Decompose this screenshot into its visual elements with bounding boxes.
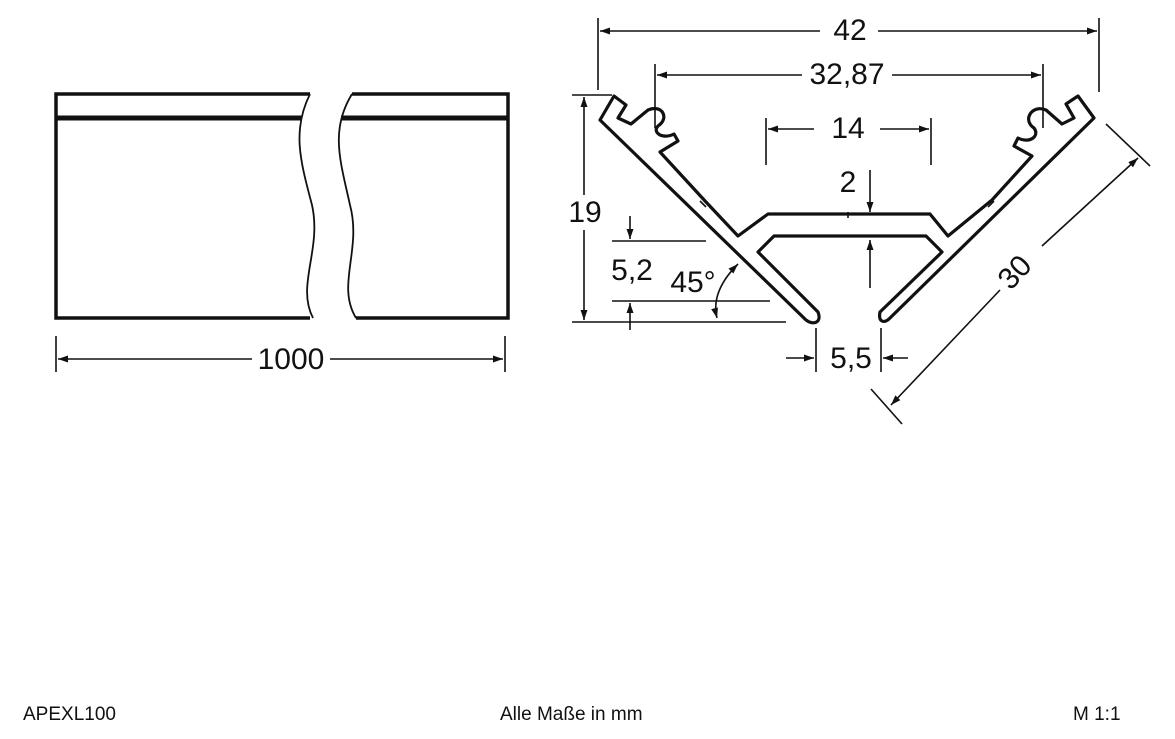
angle-arc bbox=[711, 263, 739, 319]
dimension-width-inner-label: 32,87 bbox=[809, 58, 884, 91]
article-number: APEXL100 bbox=[23, 704, 116, 725]
dimension-diagonal-label: 30 bbox=[992, 249, 1039, 296]
dimension-lip-height-label: 5,2 bbox=[611, 254, 653, 287]
dimension-height bbox=[572, 94, 786, 323]
dimension-gap bbox=[786, 328, 908, 372]
dimension-height-label: 19 bbox=[568, 196, 601, 229]
angle-label: 45° bbox=[670, 266, 715, 299]
side-view-right-part bbox=[352, 92, 510, 320]
side-view-left-part bbox=[54, 92, 310, 320]
dimension-wall-thickness-label: 2 bbox=[840, 166, 857, 199]
dimension-width-total bbox=[597, 18, 1100, 92]
dimension-channel-width-label: 14 bbox=[831, 112, 864, 145]
dimension-width-total-label: 42 bbox=[833, 14, 866, 47]
dimension-width-inner bbox=[654, 64, 1044, 128]
dimension-gap-label: 5,5 bbox=[830, 342, 872, 375]
dimension-length-label: 1000 bbox=[258, 343, 325, 376]
dimension-lip-height bbox=[612, 216, 770, 330]
scale-label: M 1:1 bbox=[1073, 704, 1121, 725]
dimension-diagonal bbox=[870, 123, 1151, 425]
profile-outline bbox=[598, 94, 1096, 325]
side-view-right-break bbox=[337, 93, 357, 319]
profile-details bbox=[699, 200, 995, 218]
dimension-length bbox=[55, 336, 506, 372]
side-view-left-break bbox=[298, 93, 316, 319]
side-view bbox=[54, 92, 510, 320]
dimension-channel-width bbox=[765, 118, 932, 165]
units-note: Alle Maße in mm bbox=[500, 704, 643, 725]
